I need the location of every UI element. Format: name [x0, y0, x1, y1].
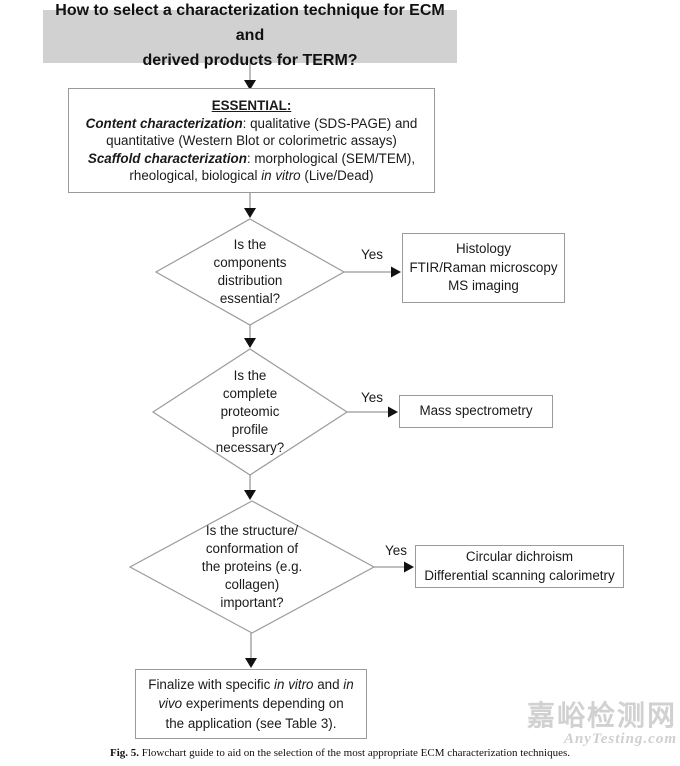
arrowhead-down-icon: [244, 80, 256, 90]
scaffold-characterization-detail-b: (Live/Dead): [300, 167, 374, 183]
in-vivo-italic: in vivo: [158, 677, 354, 712]
final-box: Finalize with specific in vitro and in v…: [135, 669, 367, 739]
arrowhead-right-icon: [404, 561, 414, 573]
arrowhead-right-icon: [391, 266, 401, 278]
scaffold-characterization-label: Scaffold characterization: [87, 150, 247, 166]
figure-caption-text: Flowchart guide to aid on the selection …: [141, 747, 571, 759]
figure-number-label: Fig. 5.: [109, 747, 139, 759]
final-part-b: and: [313, 677, 344, 693]
essential-scaffold-line: Scaffold characterization: morphological…: [79, 150, 424, 184]
decision-diamond-2: [151, 348, 349, 476]
essential-heading-text: ESSENTIAL:: [211, 98, 292, 114]
scaffold-characterization-detail-a: : morphological (SEM/TEM), rheological, …: [129, 150, 416, 183]
title-text: How to select a characterization techniq…: [55, 2, 445, 69]
in-vitro-italic: in vitro: [261, 167, 301, 183]
decision-diamond-3: [128, 500, 376, 634]
content-characterization-label: Content characterization: [85, 116, 243, 132]
result-box-circular-dichroism: Circular dichroism Differential scanning…: [415, 545, 624, 588]
decision-3-question: Is the structure/ conformation of the pr…: [201, 522, 303, 611]
arrowhead-down-icon: [245, 658, 257, 668]
yes-label-2: Yes: [360, 390, 384, 405]
decision-1-question: Is the components distribution essential…: [213, 236, 287, 307]
decision-diamond-1: [154, 218, 346, 326]
arrowhead-down-icon: [244, 490, 256, 500]
yes-label-1: Yes: [360, 247, 384, 262]
title-box: How to select a characterization techniq…: [43, 2, 457, 69]
final-text: Finalize with specific in vitro and in v…: [148, 675, 354, 732]
final-part-a: Finalize with specific: [148, 677, 275, 693]
arrowhead-down-icon: [244, 338, 256, 348]
arrowhead-down-icon: [244, 208, 256, 218]
result-box-mass-spectrometry: Mass spectrometry: [399, 395, 553, 428]
essential-content-line: Content characterization: qualitative (S…: [79, 115, 424, 149]
in-vitro-italic: in vitro: [274, 677, 314, 693]
essential-box: ESSENTIAL: Content characterization: qua…: [68, 88, 435, 193]
arrowhead-right-icon: [388, 406, 398, 418]
result-box-histology: Histology FTIR/Raman microscopy MS imagi…: [402, 233, 565, 303]
yes-label-3: Yes: [384, 543, 408, 558]
decision-2-question: Is the complete proteomic profile necess…: [215, 367, 285, 456]
content-characterization-detail: : qualitative (SDS-PAGE) and quantitativ…: [106, 116, 418, 149]
final-part-c: experiments depending on the application…: [165, 696, 344, 731]
figure-caption: Fig. 5. Flowchart guide to aid on the se…: [0, 747, 680, 759]
essential-heading: ESSENTIAL:: [79, 97, 424, 114]
